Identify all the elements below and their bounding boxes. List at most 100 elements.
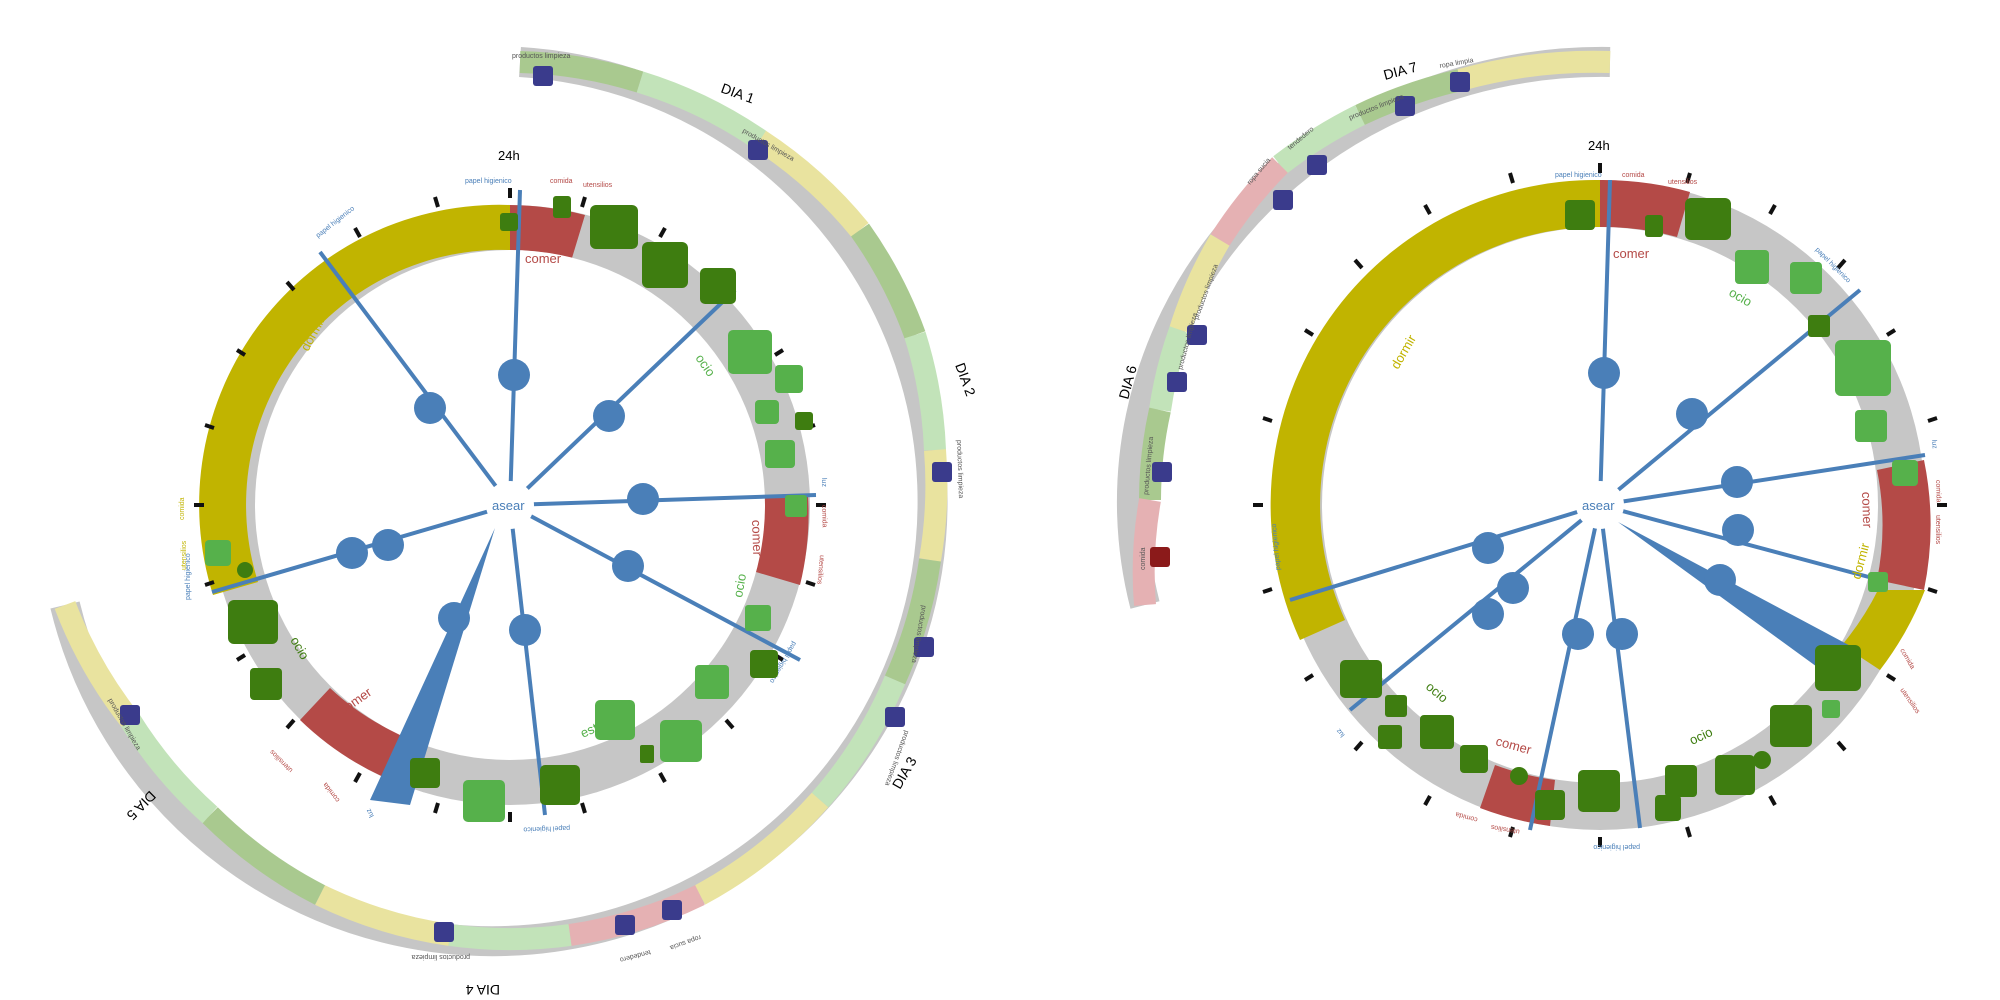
ring-label: luz (1335, 726, 1346, 738)
whatsapp-icon (1753, 751, 1771, 769)
left-shower-wedge (370, 528, 495, 805)
toilet-icon (1676, 398, 1708, 430)
toilet-icon (372, 529, 404, 561)
stripe-icons (120, 66, 952, 942)
toilet-icon (1472, 532, 1504, 564)
washing-machine-icon (662, 900, 682, 920)
tv-icon (590, 205, 638, 249)
chat-icon (642, 242, 688, 288)
stripe-segment (1139, 407, 1171, 501)
hour-label: 24h (1588, 138, 1610, 153)
facebook-icon (1770, 705, 1812, 747)
sink-icon (627, 483, 659, 515)
whatsapp-icon (237, 562, 253, 578)
mop-icon (914, 637, 934, 657)
whatsapp-icon (1510, 767, 1528, 785)
chat-icon (1655, 795, 1681, 821)
phone-icon (1645, 215, 1663, 237)
stripe-label: productos limpieza (512, 53, 570, 60)
dice-icon (1822, 700, 1840, 718)
ring-label: comida (1622, 172, 1645, 179)
stripe-segment (884, 558, 941, 685)
stripe-label: productos limpieza (412, 953, 470, 960)
center-label: asear (1582, 498, 1615, 513)
music-icon (1892, 460, 1918, 486)
soap-icon (434, 922, 454, 942)
ring-label: comida (179, 497, 186, 520)
ring-label: comida (1455, 810, 1479, 823)
soap-icon (533, 66, 553, 86)
party-icon (1460, 745, 1488, 773)
toilet-icon (1588, 357, 1620, 389)
ring-label: papel higienico (315, 205, 356, 239)
chat-icon (540, 765, 580, 805)
laptop-icon (765, 440, 795, 468)
left-ocio-icons (205, 196, 813, 822)
sink-icon (1721, 466, 1753, 498)
ring-label: utensilios (1668, 179, 1698, 186)
sink-icon (336, 537, 368, 569)
sink-icon (1472, 598, 1504, 630)
center-label: asear (492, 498, 525, 513)
ring-label: utensilios (815, 555, 825, 585)
left-activity-comer (756, 495, 809, 585)
ring-label: luz (820, 478, 827, 488)
left-hour-ticks (194, 188, 826, 822)
mop-icon (1395, 96, 1415, 116)
shower-icon (438, 602, 470, 634)
ring-label: utensilios (583, 182, 613, 189)
book-icon (745, 605, 771, 631)
stripe-segment (1210, 157, 1288, 246)
day-label: DIA 1 (719, 80, 757, 107)
stripe-segment (448, 924, 572, 951)
right-activity-comer (1600, 179, 1690, 237)
stripe-segment (1457, 50, 1611, 91)
toilet-icon (1497, 572, 1529, 604)
facebook-icon (250, 668, 282, 700)
activity-label: comer (1613, 246, 1650, 261)
stripe-segment (636, 71, 767, 150)
right-hour-ticks (1253, 163, 1947, 847)
stripe-segment (1273, 105, 1365, 174)
soap-icon (748, 140, 768, 160)
toilet-icon (612, 550, 644, 582)
toilet-icon (414, 392, 446, 424)
basket-icon (1150, 547, 1170, 567)
laptop-icon (205, 540, 231, 566)
center-node (486, 481, 534, 529)
toilet-icon (509, 614, 541, 646)
center-node (1576, 481, 1624, 529)
chat-icon (1385, 695, 1407, 717)
stripe-segment (519, 51, 644, 93)
ring-label: papel higienico (523, 824, 570, 833)
day-label: DIA 7 (1382, 59, 1419, 83)
hour-label: 24h (498, 148, 520, 163)
ring-label: papel higienico (1593, 843, 1640, 850)
stripe-segment (811, 675, 906, 808)
mop-icon (1167, 372, 1187, 392)
ring-label: comida (1934, 480, 1942, 503)
ring-label: luz (365, 807, 376, 819)
stripe-segment (1169, 234, 1230, 334)
pot-icon (1815, 645, 1861, 691)
stripe-label: tendedero (619, 948, 651, 963)
shower-icon (1704, 564, 1736, 596)
stripe-segment (753, 130, 869, 238)
ring-label: utensilios (1898, 687, 1921, 715)
stripe-segment (202, 807, 326, 905)
music-icon (1565, 200, 1595, 230)
soap-icon (120, 705, 140, 725)
soap-icon (1152, 462, 1172, 482)
chat-icon (1420, 715, 1454, 749)
day-label: DIA 2 (952, 361, 979, 399)
activity-label: comer (749, 520, 765, 557)
stripe-icons (1150, 72, 1470, 567)
stripe-label: comida (1140, 547, 1147, 570)
facebook-icon (1808, 315, 1830, 337)
left-diagram: DIA 1 DIA 2 DIA 3 DIA 4 DIA 5 productos … (50, 47, 979, 998)
book-icon (775, 365, 803, 393)
chat-icon (1535, 790, 1565, 820)
soap-icon (932, 462, 952, 482)
phone-icon (553, 196, 571, 218)
game-icon (700, 268, 736, 304)
